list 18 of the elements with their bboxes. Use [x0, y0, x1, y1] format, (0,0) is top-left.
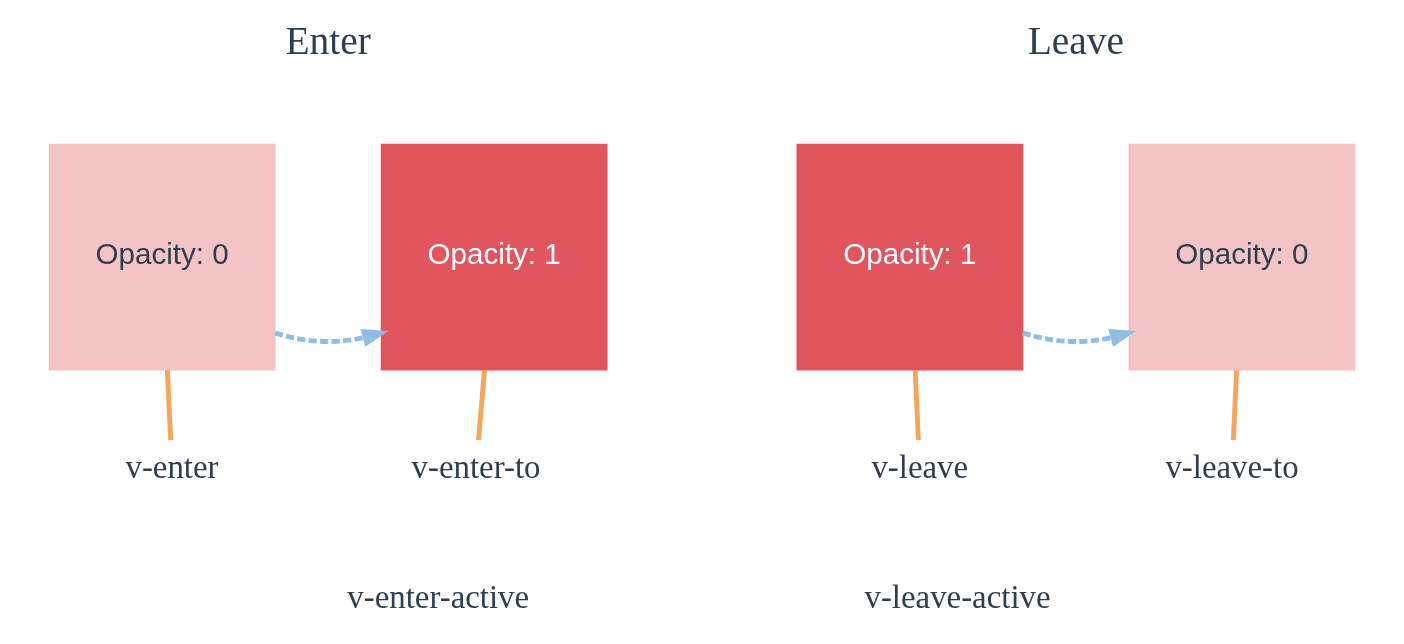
arrow	[274, 329, 389, 347]
connector	[164, 370, 174, 441]
node-text: v-enter	[125, 449, 219, 486]
node-text: v-leave-to	[1165, 449, 1299, 486]
connector	[476, 370, 487, 441]
node-text: v-leave	[871, 449, 969, 486]
label: v-leave-active	[864, 578, 1051, 615]
connector	[1230, 370, 1240, 441]
connector	[912, 370, 921, 441]
label: Enter	[285, 19, 371, 64]
node-box: Opacity: 1	[380, 143, 608, 371]
label: v-enter-active	[347, 578, 530, 615]
node-box: Opacity: 0	[48, 143, 276, 371]
arrow	[1022, 329, 1137, 347]
node-text: v-enter-to	[411, 449, 541, 486]
node-box: Opacity: 0	[1128, 143, 1356, 371]
label: Leave	[1027, 19, 1125, 64]
node-box: Opacity: 1	[796, 143, 1024, 371]
